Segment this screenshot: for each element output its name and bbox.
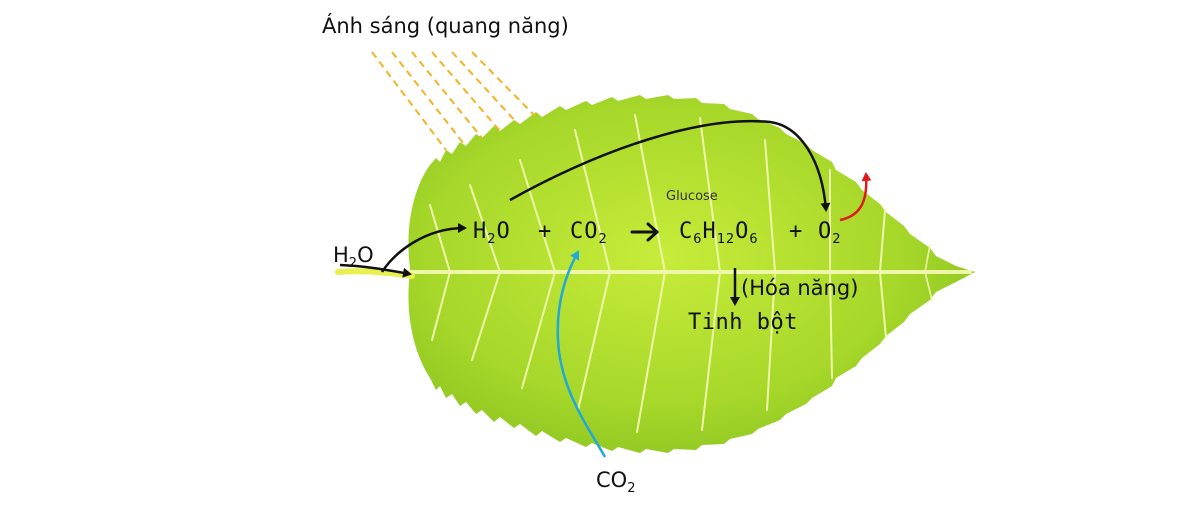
chemical-energy-label: (Hóa năng) — [741, 276, 859, 300]
co2-input-label: CO2 — [596, 468, 636, 496]
plus-sign-1: + — [538, 219, 553, 244]
reactant-co2: CO2 — [570, 219, 608, 247]
plus-sign-2: + — [789, 219, 804, 244]
oxygen-path-arrow — [509, 119, 831, 212]
product-glucose: C6H12O6 — [679, 219, 759, 247]
water-input-label: H2O — [333, 243, 374, 271]
glucose-label: Glucose — [666, 189, 718, 204]
light-rays — [371, 51, 536, 151]
product-oxygen: O2 — [818, 219, 842, 247]
water-to-equation-arrow — [380, 223, 467, 273]
oxygen-release-arrow — [839, 172, 872, 222]
light-energy-label: Ánh sáng (quang năng) — [322, 14, 569, 38]
starch-label: Tinh bột — [688, 310, 798, 335]
water-input-arrow — [339, 263, 412, 278]
reaction-arrow-icon — [630, 222, 659, 242]
co2-input-arrow — [556, 250, 607, 458]
leaf-veins — [403, 114, 972, 433]
reactant-water: H2O — [473, 219, 511, 247]
